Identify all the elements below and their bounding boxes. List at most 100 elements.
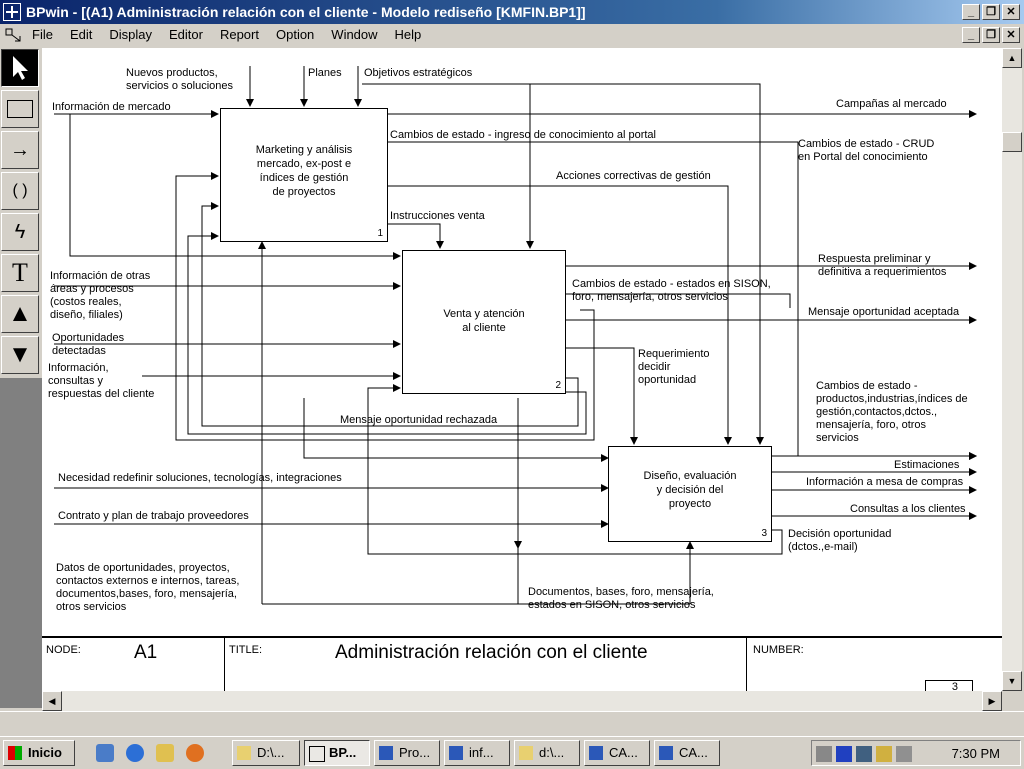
- menu-option[interactable]: Option: [275, 27, 315, 42]
- arrow-label-estimaciones[interactable]: Estimaciones: [894, 459, 960, 471]
- task-word-inf[interactable]: inf...: [444, 740, 510, 766]
- doc-restore-button[interactable]: ❐: [982, 27, 1000, 43]
- media-icon[interactable]: [836, 746, 852, 762]
- arrow-label-datos-oportunidades[interactable]: Datos de oportunidades, proyectos, conta…: [56, 562, 240, 613]
- task-word-ca-1[interactable]: CA...: [584, 740, 650, 766]
- menu-window[interactable]: Window: [331, 27, 378, 42]
- arrow-icon: →: [10, 138, 30, 161]
- menu-help[interactable]: Help: [394, 27, 422, 42]
- activity-box-1-number: 1: [377, 228, 383, 239]
- arrow-label-informacion-consultas[interactable]: Información, consultas y respuestas del …: [48, 362, 155, 400]
- arrow-label-planes[interactable]: Planes: [308, 67, 342, 79]
- arrow-label-campanas[interactable]: Campañas al mercado: [836, 98, 947, 110]
- node-label: NODE:: [46, 644, 81, 656]
- arrow-label-instrucciones[interactable]: Instrucciones venta: [390, 210, 485, 222]
- menu-bar: File Edit Display Editor Report Option W…: [0, 24, 1024, 46]
- arrow-label-cambios-portal[interactable]: Cambios de estado - ingreso de conocimie…: [390, 129, 656, 141]
- menu-edit[interactable]: Edit: [69, 27, 93, 42]
- arrow-label-mensaje-aceptada[interactable]: Mensaje oportunidad aceptada: [808, 306, 960, 318]
- arrow-lines: [54, 66, 977, 605]
- triangle-down-icon: ▼: [8, 341, 32, 368]
- arrow-label-decision[interactable]: Decisión oportunidad (dctos.,e-mail): [788, 528, 892, 553]
- pencil-icon[interactable]: [876, 746, 892, 762]
- activity-box-3[interactable]: Diseño, evaluación y decisión del proyec…: [608, 446, 772, 542]
- arrow-label-consultas-clientes[interactable]: Consultas a los clientes: [850, 503, 966, 515]
- title-cell: TITLE: Administración relación con el cl…: [224, 638, 745, 691]
- arrow-label-cambios-crud[interactable]: Cambios de estado - CRUD en Portal del c…: [798, 138, 935, 163]
- arrow-label-info-otras[interactable]: Información de otras áreas y procesos (c…: [50, 270, 151, 321]
- task-d-drive-2[interactable]: d:\...: [514, 740, 580, 766]
- go-down-tool[interactable]: ▼: [1, 336, 39, 374]
- clock[interactable]: 7:30 PM: [951, 746, 1000, 761]
- doc-minimize-button[interactable]: _: [962, 27, 980, 43]
- arrow-label-acciones[interactable]: Acciones correctivas de gestión: [556, 170, 711, 182]
- internet-explorer-icon[interactable]: [126, 744, 144, 762]
- vertical-scroll-thumb[interactable]: [1002, 132, 1022, 152]
- arrow-label-info-mesa[interactable]: Información a mesa de compras: [806, 476, 964, 488]
- activity-box-2[interactable]: Venta y atención al cliente 2: [402, 250, 566, 394]
- task-word-pro[interactable]: Pro...: [374, 740, 440, 766]
- arrow-label-objetivos[interactable]: Objetivos estratégicos: [364, 67, 473, 79]
- task-bpwin[interactable]: BP...: [304, 740, 370, 766]
- status-bar: [0, 711, 1024, 736]
- menu-file[interactable]: File: [32, 27, 53, 42]
- scroll-right-button[interactable]: ▶: [982, 691, 1002, 711]
- close-button[interactable]: ✕: [1002, 4, 1020, 20]
- go-up-tool[interactable]: ▲: [1, 295, 39, 333]
- arrow-label-necesidad[interactable]: Necesidad redefinir soluciones, tecnolog…: [58, 472, 342, 484]
- arrow-label-oportunidades[interactable]: Oportunidades detectadas: [52, 332, 125, 357]
- arrow-label-nuevos-productos[interactable]: Nuevos productos, servicios o soluciones: [126, 67, 233, 92]
- diagram-title: Administración relación con el cliente: [335, 642, 648, 663]
- media-player-icon[interactable]: [186, 744, 204, 762]
- bpwin-app-icon[interactable]: [3, 3, 21, 21]
- doc-close-button[interactable]: ✕: [1002, 27, 1020, 43]
- start-button[interactable]: Inicio: [3, 740, 75, 766]
- box-tool[interactable]: [1, 90, 39, 128]
- outlook-quicklaunch-icon[interactable]: [156, 744, 174, 762]
- activity-box-3-label: Diseño, evaluación y decisión del proyec…: [643, 470, 737, 510]
- activity-box-2-label: Venta y atención al cliente: [443, 308, 525, 334]
- taskbar: Inicio D:\... BP... Pro... inf... d:\...…: [0, 736, 1024, 769]
- scroll-down-button[interactable]: ▼: [1002, 671, 1022, 691]
- speaker-icon[interactable]: [816, 746, 832, 762]
- text-icon: T: [12, 258, 28, 287]
- arrow-tool[interactable]: →: [1, 131, 39, 169]
- diagram-footer: NODE: A1 TITLE: Administración relación …: [42, 636, 1002, 691]
- menu-editor[interactable]: Editor: [168, 27, 203, 42]
- squiggle-tool[interactable]: ( ): [1, 172, 39, 210]
- activity-box-2-number: 2: [555, 380, 561, 391]
- diagram-canvas[interactable]: Marketing y análisis mercado, ex-post e …: [42, 48, 1002, 691]
- arrow-label-mensaje-rechazada[interactable]: Mensaje oportunidad rechazada: [340, 414, 498, 426]
- vertical-scrollbar[interactable]: ▲ ▼: [1002, 48, 1022, 691]
- arrow-label-documentos-bases[interactable]: Documentos, bases, foro, mensajería, est…: [528, 586, 714, 611]
- activity-box-1[interactable]: Marketing y análisis mercado, ex-post e …: [220, 108, 388, 242]
- task-word-ca-2[interactable]: CA...: [654, 740, 720, 766]
- arrow-label-contrato[interactable]: Contrato y plan de trabajo proveedores: [58, 510, 249, 522]
- task-d-drive-1[interactable]: D:\...: [232, 740, 300, 766]
- desktop-quicklaunch-icon[interactable]: [96, 744, 114, 762]
- label-tool[interactable]: ϟ: [1, 213, 39, 251]
- word-icon: [449, 746, 463, 760]
- word-icon: [659, 746, 673, 760]
- folder-icon: [237, 746, 251, 760]
- bpwin-icon: [309, 746, 325, 762]
- menu-report[interactable]: Report: [219, 27, 259, 42]
- arrow-label-cambios-sison[interactable]: Cambios de estado - estados en SISON, fo…: [572, 278, 771, 303]
- restore-button[interactable]: ❐: [982, 4, 1000, 20]
- task-label: CA...: [609, 745, 638, 760]
- text-tool[interactable]: T: [1, 254, 39, 292]
- scroll-up-button[interactable]: ▲: [1002, 48, 1022, 68]
- menu-display[interactable]: Display: [109, 27, 152, 42]
- task-label: BP...: [329, 745, 357, 760]
- network-icon[interactable]: [856, 746, 872, 762]
- horizontal-scrollbar[interactable]: ◀ ▶: [42, 691, 1002, 711]
- minimize-button[interactable]: _: [962, 4, 980, 20]
- arrow-label-info-mercado[interactable]: Información de mercado: [52, 101, 171, 113]
- document-system-menu-icon[interactable]: [4, 27, 22, 43]
- arrow-label-cambios-productos[interactable]: Cambios de estado - productos,industrias…: [816, 380, 968, 444]
- scroll-left-button[interactable]: ◀: [42, 691, 62, 711]
- keyboard-icon[interactable]: [896, 746, 912, 762]
- pointer-tool[interactable]: [1, 49, 39, 87]
- arrow-label-requerimiento[interactable]: Requerimiento decidir oportunidad: [638, 348, 710, 386]
- arrow-label-respuesta[interactable]: Respuesta preliminar y definitiva a requ…: [818, 253, 947, 278]
